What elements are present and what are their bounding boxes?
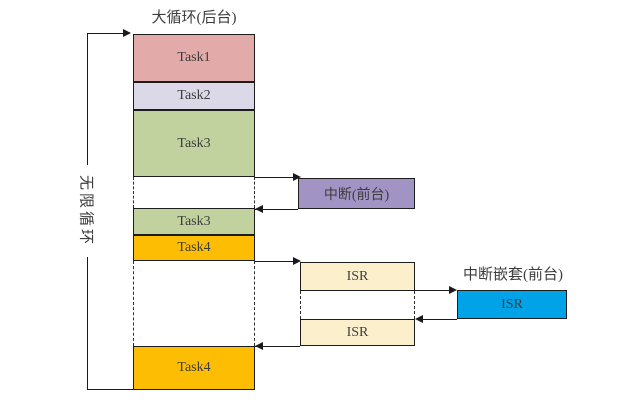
isr-suspend-dash-right — [414, 291, 415, 319]
nested-interrupt-title: 中断嵌套(前台) — [463, 267, 563, 283]
task1-block: Task1 — [133, 34, 255, 82]
nested-isr-label: ISR — [501, 296, 523, 312]
interrupt-call-line — [255, 177, 296, 178]
task2-label: Task2 — [177, 88, 211, 103]
loop-bottom-line — [87, 389, 133, 390]
suspended-gap-isr — [133, 261, 255, 346]
loop-top-arrowhead-icon — [123, 29, 131, 37]
isr-bottom-label: ISR — [346, 324, 369, 340]
task4-label: Task4 — [177, 240, 211, 255]
isr-call-line — [255, 261, 296, 262]
task3-resume-label: Task3 — [177, 213, 211, 229]
interrupt-return-line — [255, 209, 298, 210]
diagram-title: 大循环(后台) — [151, 10, 237, 26]
nested-return-arrowhead-icon — [415, 315, 423, 323]
task4-block: Task4 — [133, 235, 255, 261]
infinite-loop-label: 无限循环 — [76, 164, 98, 258]
nested-isr-block: ISR — [457, 290, 567, 319]
isr-top-label: ISR — [346, 268, 369, 284]
task2-block: Task2 — [133, 82, 255, 110]
nested-call-arrowhead-icon — [449, 286, 457, 294]
isr-bottom-block: ISR — [300, 319, 415, 346]
suspended-gap-interrupt — [133, 177, 255, 208]
task4-resume-label: Task4 — [177, 360, 211, 375]
isr-return-arrowhead-icon — [255, 342, 263, 350]
interrupt-return-arrowhead-icon — [255, 205, 263, 213]
isr-suspend-dash-left — [300, 291, 301, 319]
isr-top-block: ISR — [300, 262, 415, 291]
interrupt-label: 中断(前台) — [323, 187, 390, 203]
nested-return-line — [419, 319, 457, 320]
task3-block: Task3 — [133, 110, 255, 177]
task3-resume-block: Task3 — [133, 208, 255, 235]
task3-label: Task3 — [177, 135, 211, 151]
task4-resume-block: Task4 — [133, 346, 255, 390]
interrupt-block: 中断(前台) — [298, 178, 415, 209]
isr-call-arrowhead-icon — [293, 257, 301, 265]
loop-top-line — [87, 33, 124, 34]
interrupt-call-arrowhead-icon — [293, 173, 301, 181]
isr-return-line — [255, 346, 300, 347]
task1-label: Task1 — [177, 50, 211, 65]
nested-call-line — [415, 290, 452, 291]
